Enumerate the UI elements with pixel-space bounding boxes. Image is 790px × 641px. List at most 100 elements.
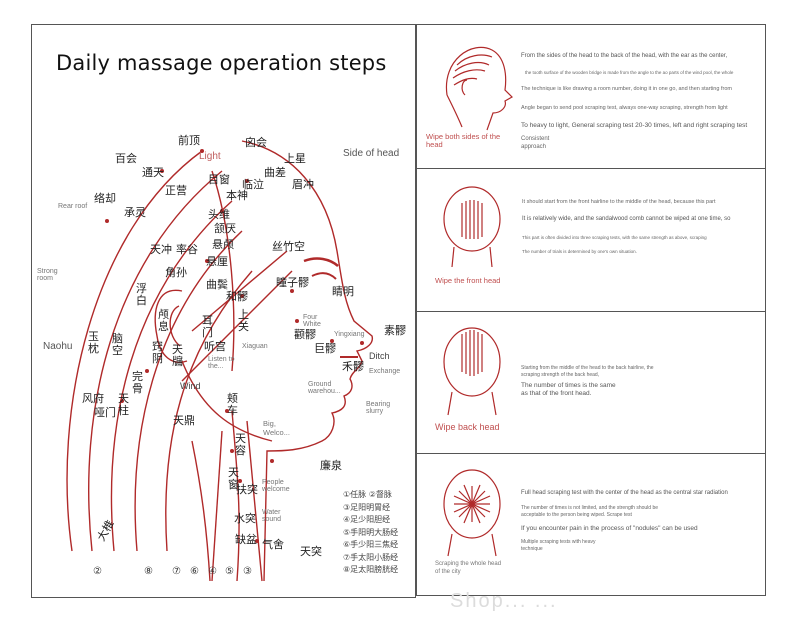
- step-panel-sides: From the sides of the head to the back o…: [416, 24, 766, 169]
- acupoint-xuanli: 悬厘: [206, 255, 228, 268]
- acupoint-shuitu: 水突: [234, 512, 256, 525]
- watermark: Shop... ...: [450, 590, 558, 612]
- panel-3-line: Starting from the middle of the head to …: [521, 365, 654, 378]
- legend-item: ⑤手阳明大肠经: [343, 527, 399, 537]
- acupoint-tianyou: 天牖: [172, 343, 183, 368]
- label-light: Light: [199, 151, 221, 162]
- meridian-neck-3: [211, 430, 223, 582]
- acupoint-hanyan: 颔厌: [214, 222, 236, 235]
- acupoint-xinhui: 囟会: [245, 136, 267, 149]
- label-naohu: Naohu: [43, 341, 73, 352]
- panel-3-caption: Wipe back head: [435, 422, 500, 432]
- meridian-face-3: [181, 270, 293, 382]
- acupoint-quepen: 缺盆: [235, 533, 257, 546]
- acupoint-quanliao: 颧髎: [294, 328, 316, 341]
- acupoint-tianchong: 天冲: [150, 243, 172, 256]
- acupoint-heliao: 禾髎: [342, 360, 364, 373]
- legend-item: ⑦手太阳小肠经: [343, 552, 399, 562]
- panel-4-line: Full head scraping test with the center …: [521, 490, 728, 496]
- acupoint-quchai: 曲差: [264, 166, 286, 179]
- meridian-arc-4: [134, 230, 243, 552]
- acupoint-yuzhen: 玉枕: [88, 330, 99, 355]
- acupoint-xuanlu: 悬颅: [212, 238, 234, 251]
- acupoint-jingming: 睛明: [332, 285, 354, 298]
- step-panel-back: Starting from the middle of the head to …: [416, 311, 766, 454]
- meridian-face-2: [191, 250, 288, 332]
- meridian-legend: ①任脉 ②督脉 ③足阳明胃经 ④足少阳胆经 ⑤手阳明大肠经 ⑥手少阳三焦经 ⑦手…: [343, 489, 398, 577]
- acupoint-meichong: 眉冲: [292, 178, 314, 191]
- meridian-number: ②: [93, 566, 102, 577]
- head-back-illustration: [443, 327, 501, 416]
- acupoint-baihui: 百会: [115, 152, 137, 165]
- head-top-illustration: [443, 469, 501, 557]
- label-big-welcome: Big, Welco...: [263, 419, 290, 437]
- jaw-line: [181, 360, 273, 442]
- eyebrow: [303, 257, 339, 267]
- meridian-arc-2: [88, 170, 223, 552]
- acupoint-juliao: 巨髎: [314, 342, 336, 355]
- label-exchange: Exchange: [369, 368, 401, 375]
- acupoint-tinggong: 听宫: [204, 340, 226, 353]
- acupoint-shuaigu: 率谷: [176, 243, 198, 256]
- meridian-face-1: [211, 170, 235, 372]
- panel-1-caption: Wipe both sides of the head: [426, 132, 501, 149]
- label-wind: Wind: [180, 381, 201, 391]
- label-ditch: Ditch: [369, 351, 390, 361]
- legend-item: ①任脉 ②督脉: [343, 490, 392, 499]
- acupoint-qiaoyin: 窍阴: [152, 340, 163, 365]
- acupoint-hegu: 和髎: [226, 290, 248, 303]
- ear-outline: [154, 289, 188, 363]
- acupoint-touwei: 头维: [208, 208, 230, 221]
- panel-4-line: If you encounter pain in the process of …: [521, 525, 698, 532]
- acupoint-luoque: 络却: [94, 192, 116, 205]
- acupoint-tiantu: 天突: [300, 545, 322, 558]
- acupoint-benshen: 本神: [226, 189, 248, 202]
- meridian-number: ④: [208, 566, 217, 577]
- acupoint-sizhukong: 丝竹空: [272, 240, 305, 253]
- head-side-illustration: [445, 46, 513, 131]
- acupoint-fubai: 浮白: [136, 282, 147, 307]
- acupoint-wangu: 完骨: [132, 370, 143, 395]
- label-xiaguan: Xiaguan: [242, 343, 268, 350]
- legend-item: ④足少阳胆经: [343, 515, 391, 524]
- head-front-illustration: [443, 186, 501, 268]
- acupoint-muchuang: 目窗: [208, 173, 230, 186]
- legend-item: ③足阳明胃经: [343, 502, 391, 512]
- acupoint-tianzhu: 天柱: [118, 392, 129, 417]
- panel-2-line: The number of trials is determined by on…: [522, 249, 637, 254]
- meridian-number: ⑥: [190, 566, 199, 577]
- acupoint-chengling: 承灵: [124, 206, 146, 219]
- label-ground-warehouse: Ground warehou...: [308, 381, 341, 395]
- label-strong-room: Strong room: [37, 268, 58, 282]
- acupoint-ermen: 耳门: [202, 314, 213, 339]
- ear-inner: [169, 305, 181, 347]
- step-panel-whole: Full head scraping test with the center …: [416, 453, 766, 596]
- acupoint-tianding: 天鼎: [173, 414, 195, 427]
- meridian-neck-2: [246, 420, 263, 582]
- panel-1-line: The technique is like drawing a room num…: [521, 86, 732, 92]
- acupoint-zhengying: 正营: [165, 184, 187, 197]
- meridian-arc-1: [66, 150, 203, 552]
- panel-1-line: Angle began to send pool scraping test, …: [521, 105, 728, 111]
- label-people-welcome: People welcome: [262, 479, 290, 493]
- panel-4-caption: Scraping the whole head of the city: [435, 561, 502, 575]
- panel-2-line: This part is often divided into three sc…: [522, 235, 707, 240]
- acupoint-fengfu: 风府: [82, 392, 104, 405]
- acupoint-naokong: 脑空: [112, 332, 123, 357]
- label-side-of-head: Side of head: [343, 148, 400, 159]
- acupoint-tongziliao: 瞳子髎: [276, 276, 309, 289]
- meridian-arc-3: [110, 200, 233, 552]
- acupoint-suliao: 素髎: [384, 324, 406, 337]
- label-yingxiang: Yingxiang: [334, 331, 365, 338]
- panel-1-side-note: Consistent approach: [521, 136, 550, 150]
- neck-line: [191, 440, 211, 582]
- meridian-neck-1: [231, 410, 240, 582]
- panel-3-line: as that of the front head.: [521, 390, 592, 397]
- acupoint-qishe: 气舍: [262, 538, 284, 551]
- meridian-number: ⑦: [172, 566, 181, 577]
- acupoint-tongtian: 通天: [142, 166, 164, 179]
- acupoint-jiache: 颊车: [227, 392, 238, 417]
- acupoint-tianchuang: 天窗: [228, 466, 239, 491]
- legend-item: ⑥手少阳三焦经: [343, 540, 399, 549]
- label-listen-to: Listen to the...: [208, 356, 235, 370]
